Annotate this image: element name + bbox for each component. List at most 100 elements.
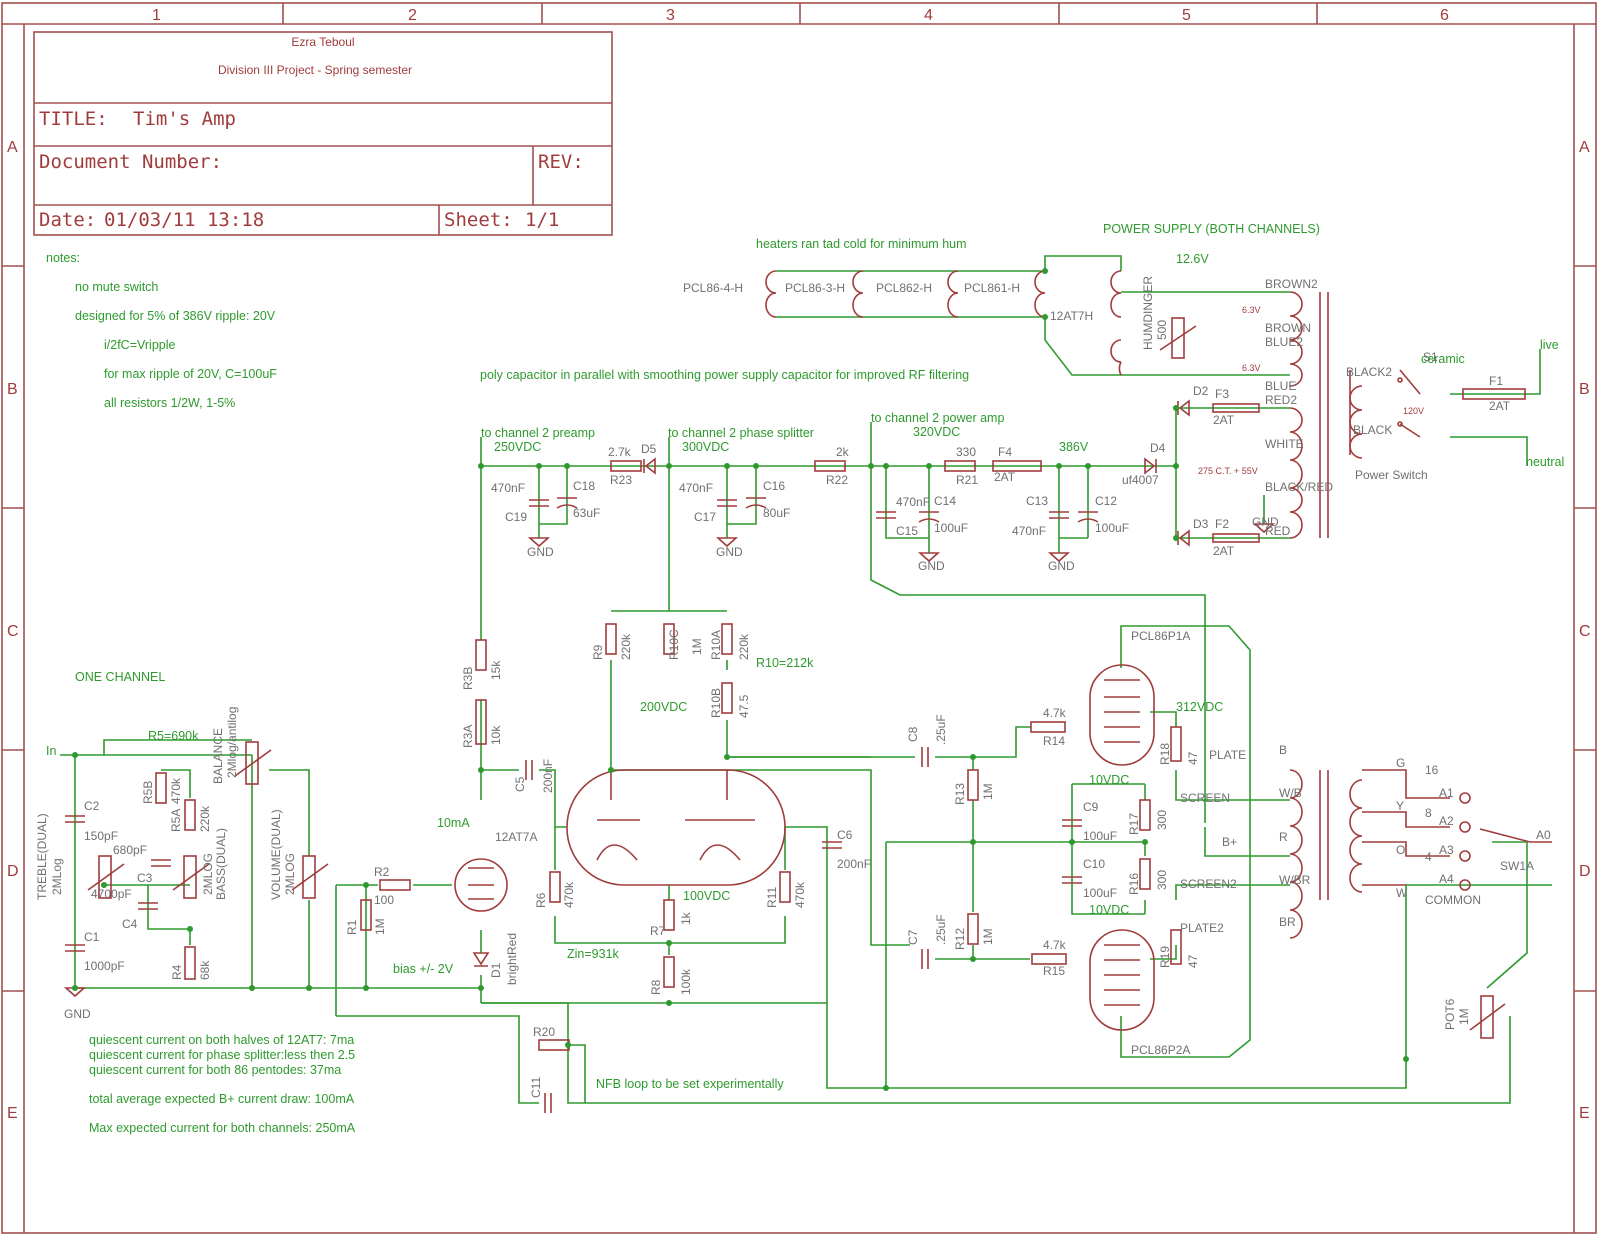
ceramic-label: ceramic [1421,352,1465,366]
note-line: all resistors 1/2W, 1-5% [104,396,235,410]
tap-label: WHITE [1265,437,1304,451]
heater-label: PCL861-H [964,281,1020,295]
r17-value: 300 [1155,810,1169,830]
gnd-label: GND [64,1007,91,1021]
heater-coil [1034,270,1046,318]
grid-row-a-right: A [1579,139,1590,156]
diode-d5 [643,457,656,475]
sec-num: 4 [1425,850,1432,864]
resistor-r10c [663,623,675,655]
c14-label: C14 [934,494,956,508]
c5-label: C5 [513,776,527,792]
c1-label: C1 [84,930,100,944]
volume-pot[interactable] [302,855,316,899]
heater-label: PCL86-3-H [785,281,845,295]
c13-value: 470nF [1012,524,1046,538]
resistor-r5a [184,799,196,831]
c1-value: 1000pF [84,959,125,973]
note-line: i/2fC=Vripple [104,338,175,352]
r12-label: R12 [953,928,967,950]
r14-value: 4.7k [1043,706,1067,720]
switch-contact-a3[interactable] [1459,850,1471,862]
power-switch[interactable] [1399,369,1421,438]
r13-label: R13 [953,783,967,805]
switch-contact-a2[interactable] [1459,821,1471,833]
r4-value: 68k [198,960,212,980]
c17-label: C17 [694,510,716,524]
resistor-r9 [605,623,617,655]
switch-pos: A0 [1536,828,1551,842]
r13-value: 1M [981,783,995,800]
ot-tap-label: SCREEN [1180,791,1230,805]
selector-arm[interactable] [1479,828,1552,843]
r9-label: R9 [591,644,605,660]
output-transformer-primary [1289,769,1303,939]
bass-label: BASS(DUAL) [214,828,228,900]
r18-value: 47 [1186,751,1200,765]
tube-12at7a [566,769,786,886]
balance-pot[interactable] [245,741,259,785]
capacitor-c8 [921,747,929,767]
r15-label: R15 [1043,964,1065,978]
sec-tap: Y [1396,799,1404,813]
author: Ezra Teboul [291,35,354,49]
tap-label: BROWN [1265,321,1311,335]
resistor-r23 [610,460,642,472]
resistor-r4 [184,946,196,980]
r2-value: 100 [374,893,394,907]
treble-pot[interactable] [98,855,112,899]
c10-label: C10 [1083,857,1105,871]
capacitor-c11 [544,1093,552,1113]
capacitor-c3 [151,859,171,867]
c3-label: C3 [137,871,153,885]
pot6[interactable] [1480,995,1494,1039]
grid-row-b-right: B [1579,381,1590,398]
r15-value: 4.7k [1043,938,1067,952]
c4-label: C4 [122,917,138,931]
treble-value: 2MLog [50,858,64,895]
c6-label: C6 [837,828,853,842]
capacitor-c19 [529,499,549,507]
tube-triode [454,858,508,912]
sec-tap: G [1396,756,1405,770]
r10b-value: 47.5 [737,694,751,718]
pcl1-label: PCL86P1A [1131,629,1190,643]
switch-contact-a4[interactable] [1459,879,1471,891]
pcl2-label: PCL86P2A [1131,1043,1190,1057]
sec-num: COMMON [1425,893,1481,907]
s1-label: S1 [1423,350,1438,364]
design-notes: notes: no mute switch designed for 5% of… [46,251,277,410]
volume-value: 2MLOG [283,853,297,895]
secondary-leads [1362,769,1450,886]
sec-tap: W [1396,886,1408,900]
i10-note: 10mA [437,816,470,830]
c16-label: C16 [763,479,785,493]
row-markers: A B C D E A B C D E [7,139,1591,1122]
r8-value: 100k [679,968,693,995]
black-label: BLACK [1353,423,1392,437]
r19-label: R19 [1158,946,1172,968]
c18-value: 63uF [573,506,600,520]
title-block: Ezra Teboul Division III Project - Sprin… [33,31,613,236]
r23-value: 2.7k [608,445,632,459]
r21-label: R21 [956,473,978,487]
bass-pot[interactable] [183,855,197,899]
pentode-grids [1104,679,1140,743]
switch-pos: A3 [1439,843,1454,857]
diode-d4 [1144,457,1157,475]
neutral-label: neutral [1526,455,1564,469]
nfb-note: NFB loop to be set experimentally [596,1077,784,1091]
date-label: Date: [39,209,96,231]
transformer-winding [1289,407,1303,539]
ct-label: 275 C.T. + 55V [1198,466,1258,476]
switch-contact-a1[interactable] [1459,792,1471,804]
d1-value: brightRed [505,933,519,985]
component-labels: PCL86-4-H PCL86-3-H PCL862-H PCL861-H 12… [35,276,1551,1098]
resistor-r16 [1139,858,1151,890]
f2-value: 2AT [1213,544,1235,558]
r5a-value: 470k [169,777,183,804]
d2-label: D2 [1193,384,1209,398]
r10c-value: 1M [690,638,704,655]
ch2-splitter-note: to channel 2 phase splitter [668,426,814,440]
